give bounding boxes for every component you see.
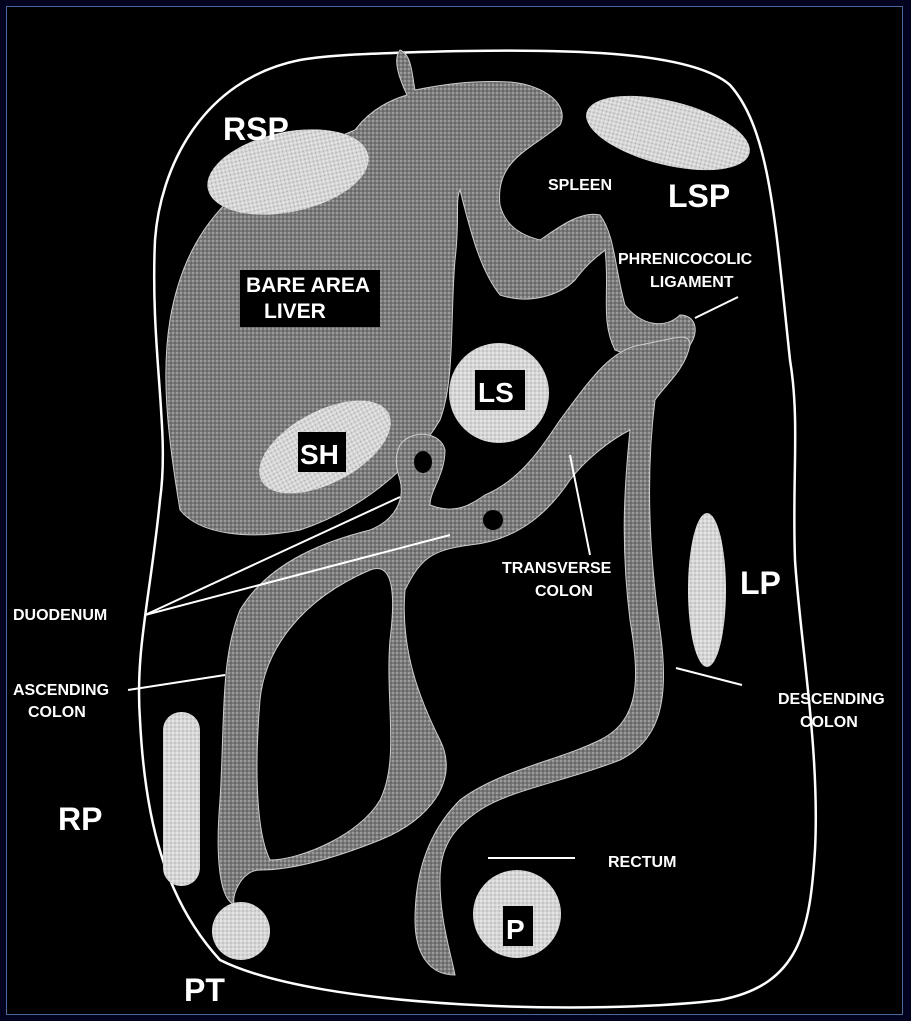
label-phrenicocolic-2: LIGAMENT (650, 274, 734, 291)
label-lsp: LSP (668, 178, 730, 214)
label-pt: PT (184, 972, 225, 1008)
label-bare-area-1: BARE AREA (246, 274, 370, 297)
label-rsp: RSP (223, 111, 289, 147)
label-spleen: SPLEEN (548, 177, 612, 194)
label-lp: LP (740, 565, 781, 601)
label-duodenum: DUODENUM (13, 607, 107, 624)
label-transverse-1: TRANSVERSE (502, 560, 612, 577)
label-ascending-1: ASCENDING (13, 682, 109, 699)
label-rp: RP (58, 801, 102, 837)
left-paracolic-space (688, 513, 726, 667)
label-transverse-2: COLON (535, 583, 593, 600)
label-p: P (506, 914, 525, 945)
label-descending-1: DESCENDING (778, 691, 885, 708)
label-ls: LS (478, 377, 514, 408)
pelvic-tail (212, 902, 270, 960)
label-rectum: RECTUM (608, 854, 676, 871)
label-ascending-2: COLON (28, 704, 86, 721)
right-paracolic-space (163, 712, 200, 886)
label-bare-area-2: LIVER (264, 300, 326, 323)
left-subphrenic-space (579, 82, 757, 185)
duodenal-loop-hole (414, 451, 432, 473)
jejunal-flexure-hole (483, 510, 503, 530)
label-descending-2: COLON (800, 714, 858, 731)
label-phrenicocolic-1: PHRENICOCOLIC (618, 251, 753, 268)
label-sh: SH (300, 439, 339, 470)
